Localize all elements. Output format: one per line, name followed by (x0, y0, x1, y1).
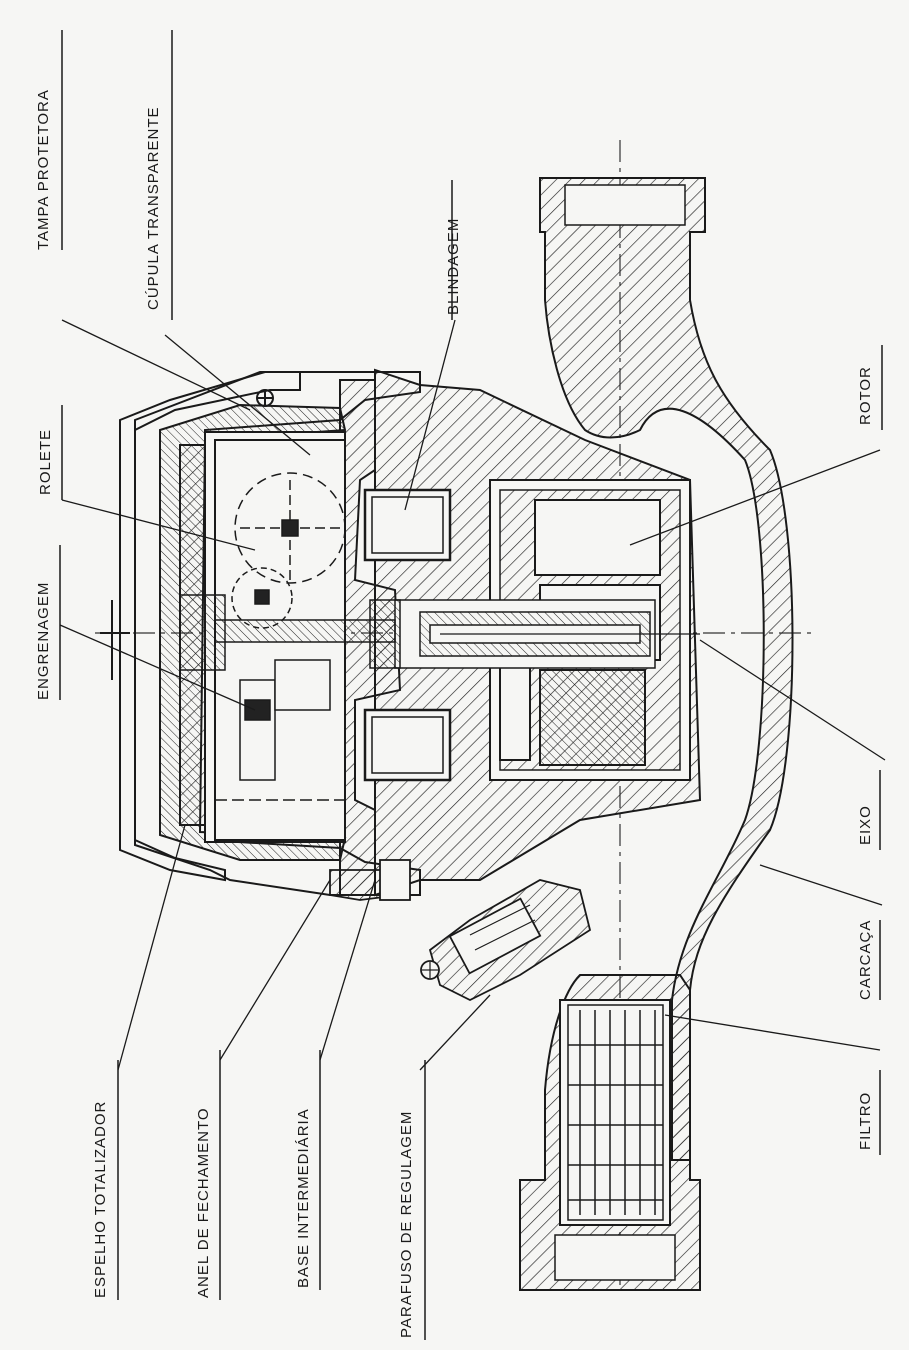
label-rolete: ROLETE (37, 428, 54, 495)
parafuso-regulagem (420, 879, 592, 1002)
label-carcaca: CARCAÇA (857, 919, 874, 1000)
label-rules (59, 30, 883, 1340)
carcaca-housing (539, 177, 794, 1161)
label-filtro: FILTRO (857, 1091, 874, 1150)
tampa-protetora (100, 371, 301, 882)
label-engrenagem: ENGRENAGEM (35, 581, 52, 700)
label-parafuso-de-regulagem: PARAFUSO DE REGULAGEM (398, 1110, 415, 1338)
label-cupula-transparente: CÚPULA TRANSPARENTE (145, 106, 162, 311)
inlet-port (564, 184, 686, 226)
eixo-axle (369, 599, 700, 669)
label-espelho-totalizador: ESPELHO TOTALIZADOR (92, 1100, 109, 1298)
leader-lines (59, 319, 886, 1071)
label-eixo: EIXO (857, 805, 874, 845)
counter-mechanism (179, 439, 396, 841)
label-blindagem: BLINDAGEM (445, 217, 462, 315)
label-base-intermediaria: BASE INTERMEDIÁRIA (295, 1108, 312, 1288)
label-anel-de-fechamento: ANEL DE FECHAMENTO (195, 1107, 212, 1298)
label-tampa-protetora: TAMPA PROTETORA (35, 89, 52, 250)
filtro-element (567, 1004, 664, 1221)
label-rotor: ROTOR (857, 366, 874, 425)
anel-fechamento (329, 859, 411, 901)
